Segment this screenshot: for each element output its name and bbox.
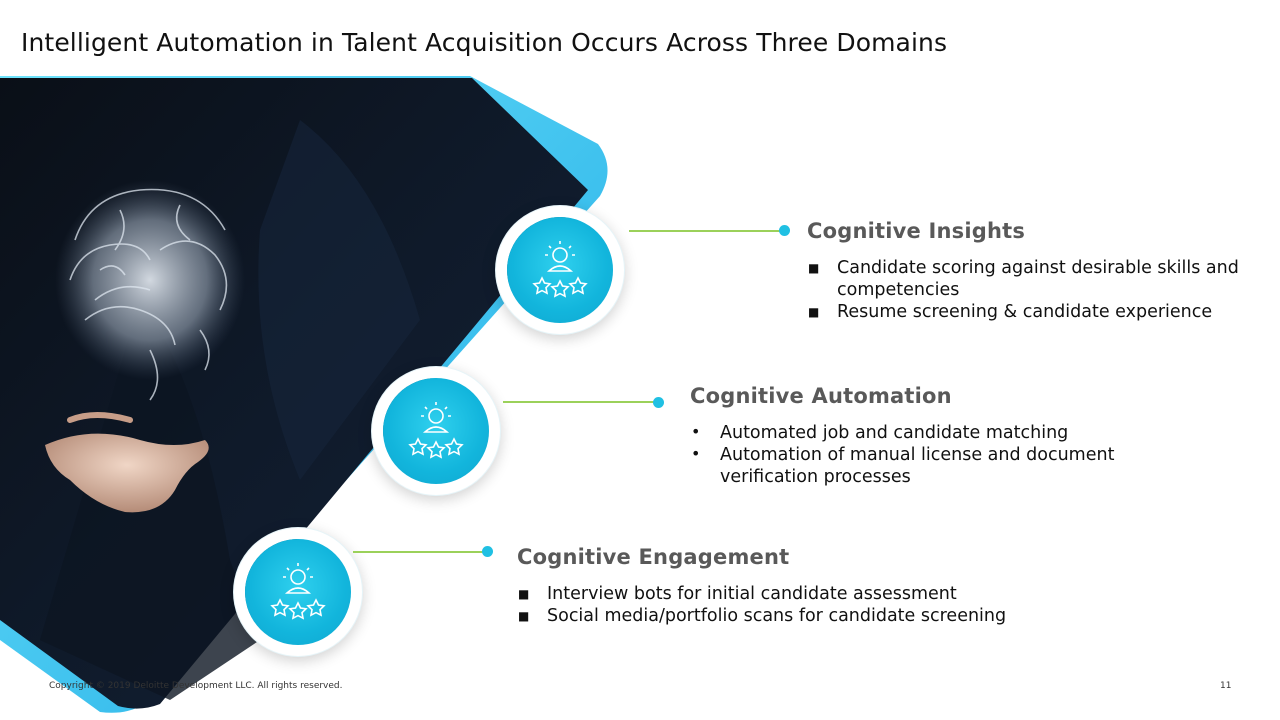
connector-dot — [653, 397, 664, 408]
connector-line — [629, 230, 785, 232]
connector-line — [353, 551, 488, 553]
slide-title: Intelligent Automation in Talent Acquisi… — [21, 28, 948, 57]
list-item: •Automated job and candidate matching — [691, 422, 1069, 443]
connector-line — [503, 401, 658, 403]
domain-heading: Cognitive Insights — [807, 219, 1026, 243]
square-bullet-icon: ■ — [808, 305, 820, 319]
list-item: ■Candidate scoring against desirable ski… — [808, 258, 1239, 300]
dot-bullet-icon: • — [691, 444, 701, 463]
list-item: •Automation of manual license and docume… — [691, 444, 1115, 487]
person-rating-stars-icon — [408, 402, 464, 459]
copyright-text: Copyright © 2019 Deloitte Development LL… — [49, 681, 343, 691]
person-rating-stars-icon — [270, 563, 326, 620]
domain-heading: Cognitive Automation — [690, 384, 952, 408]
list-item: ■Interview bots for initial candidate as… — [518, 584, 957, 604]
square-bullet-icon: ■ — [518, 609, 530, 623]
cognitive-insights-icon-circle — [507, 217, 613, 323]
domain-heading: Cognitive Engagement — [517, 545, 790, 569]
square-bullet-icon: ■ — [518, 587, 530, 601]
connector-dot — [779, 225, 790, 236]
cognitive-automation-icon-circle — [383, 378, 489, 484]
cognitive-insights-block: Cognitive Insights ■Candidate scoring ag… — [807, 219, 1247, 323]
cognitive-automation-block: Cognitive Automation •Automated job and … — [690, 384, 1170, 488]
list-item: ■Resume screening & candidate experience — [808, 302, 1213, 322]
dot-bullet-icon: • — [691, 422, 701, 441]
list-item: ■Social media/portfolio scans for candid… — [518, 606, 1007, 626]
person-rating-stars-icon — [532, 241, 588, 298]
square-bullet-icon: ■ — [808, 261, 820, 275]
page-number: 11 — [1220, 681, 1232, 691]
connector-dot — [482, 546, 493, 557]
cognitive-engagement-block: Cognitive Engagement ■Interview bots for… — [517, 545, 1077, 627]
cognitive-engagement-icon-circle — [245, 539, 351, 645]
